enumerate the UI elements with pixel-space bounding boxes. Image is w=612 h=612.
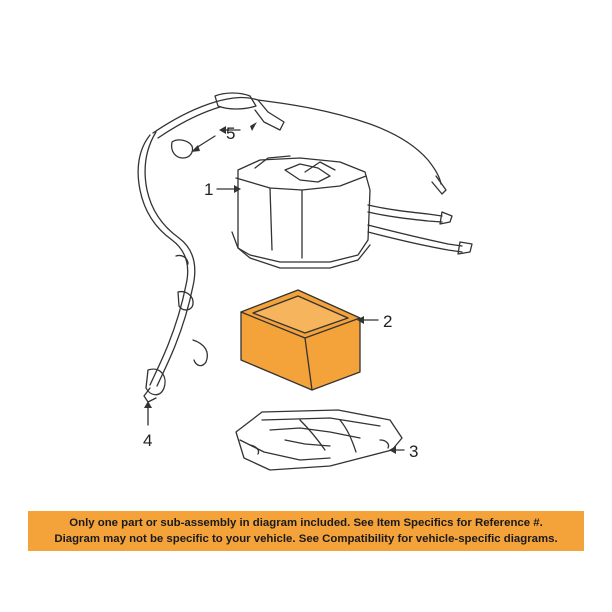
cable-harness	[137, 92, 447, 403]
callout-3: 3	[409, 442, 418, 461]
battery	[231, 155, 473, 269]
callout-5: 5	[226, 124, 235, 143]
callout-2: 2	[383, 312, 392, 331]
callout-1: 1	[204, 180, 213, 199]
leader-arrowheads	[144, 122, 396, 454]
disclaimer-line-2: Diagram may not be specific to your vehi…	[54, 533, 558, 545]
battery-insulator-box	[240, 289, 361, 391]
leader-5b	[195, 135, 216, 149]
disclaimer-line-1: Only one part or sub-assembly in diagram…	[69, 517, 543, 529]
disclaimer-banner: Only one part or sub-assembly in diagram…	[28, 511, 584, 551]
leader-lines	[147, 129, 405, 451]
callout-4: 4	[143, 431, 152, 450]
battery-tray	[235, 409, 403, 471]
